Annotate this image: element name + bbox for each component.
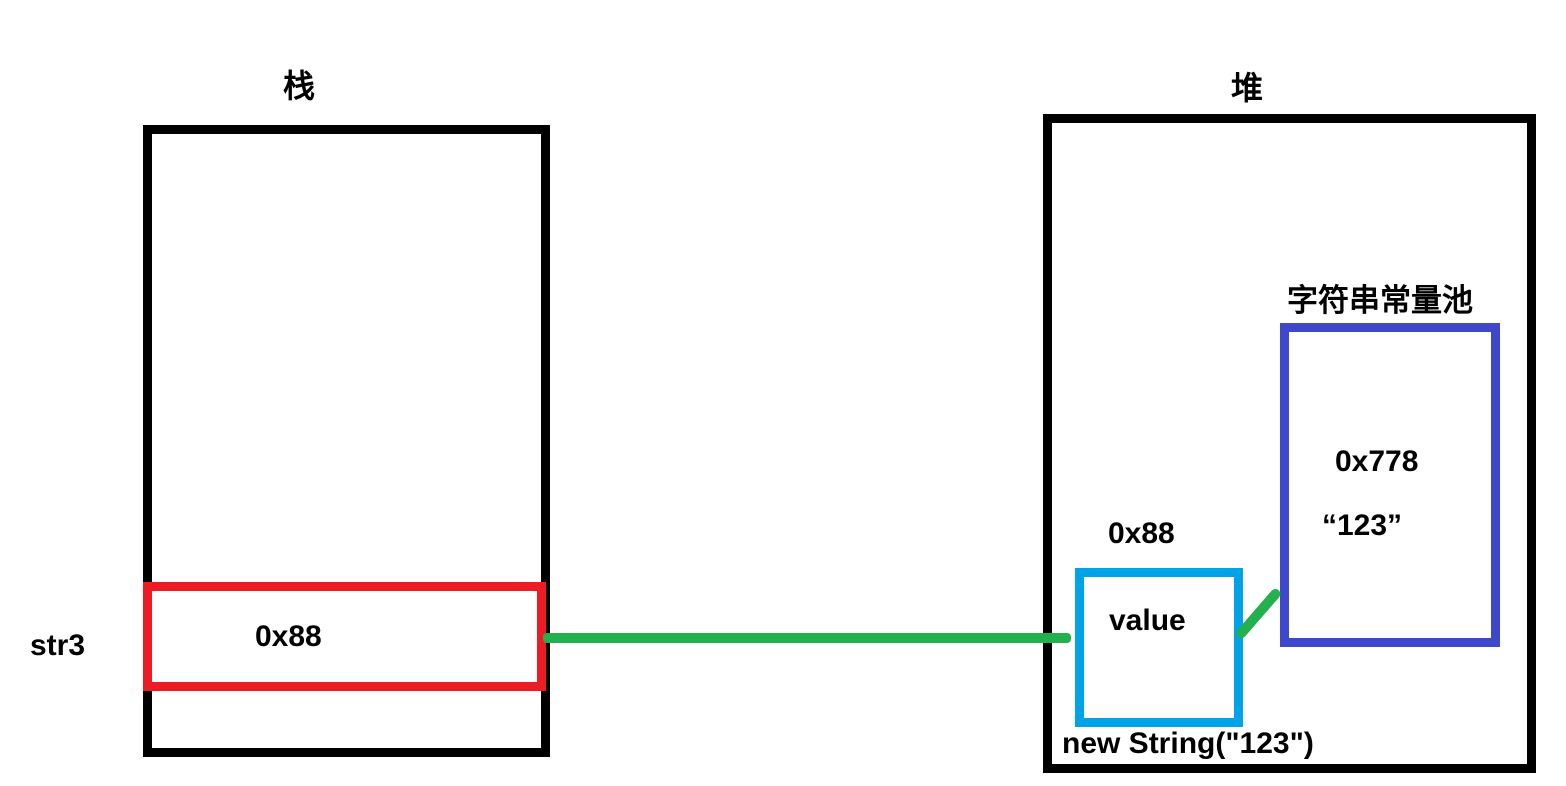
reference-line-stack-to-object xyxy=(543,633,1071,643)
pool-address-label: 0x778 xyxy=(1335,445,1419,478)
stack-title: 栈 xyxy=(283,68,317,104)
string-pool-title: 字符串常量池 xyxy=(1287,283,1473,318)
heap-title: 堆 xyxy=(1231,70,1265,106)
object-address-label: 0x88 xyxy=(1108,517,1175,550)
stack-cell-str3 xyxy=(143,582,546,691)
stack-cell-value: 0x88 xyxy=(255,620,322,653)
object-field-label: value xyxy=(1109,604,1186,637)
object-caption: new String("123") xyxy=(1062,727,1314,760)
stack-var-label: str3 xyxy=(30,629,86,662)
string-pool-box xyxy=(1280,323,1500,647)
object-value-box xyxy=(1075,568,1243,727)
pool-string-value: “123” xyxy=(1322,509,1403,542)
